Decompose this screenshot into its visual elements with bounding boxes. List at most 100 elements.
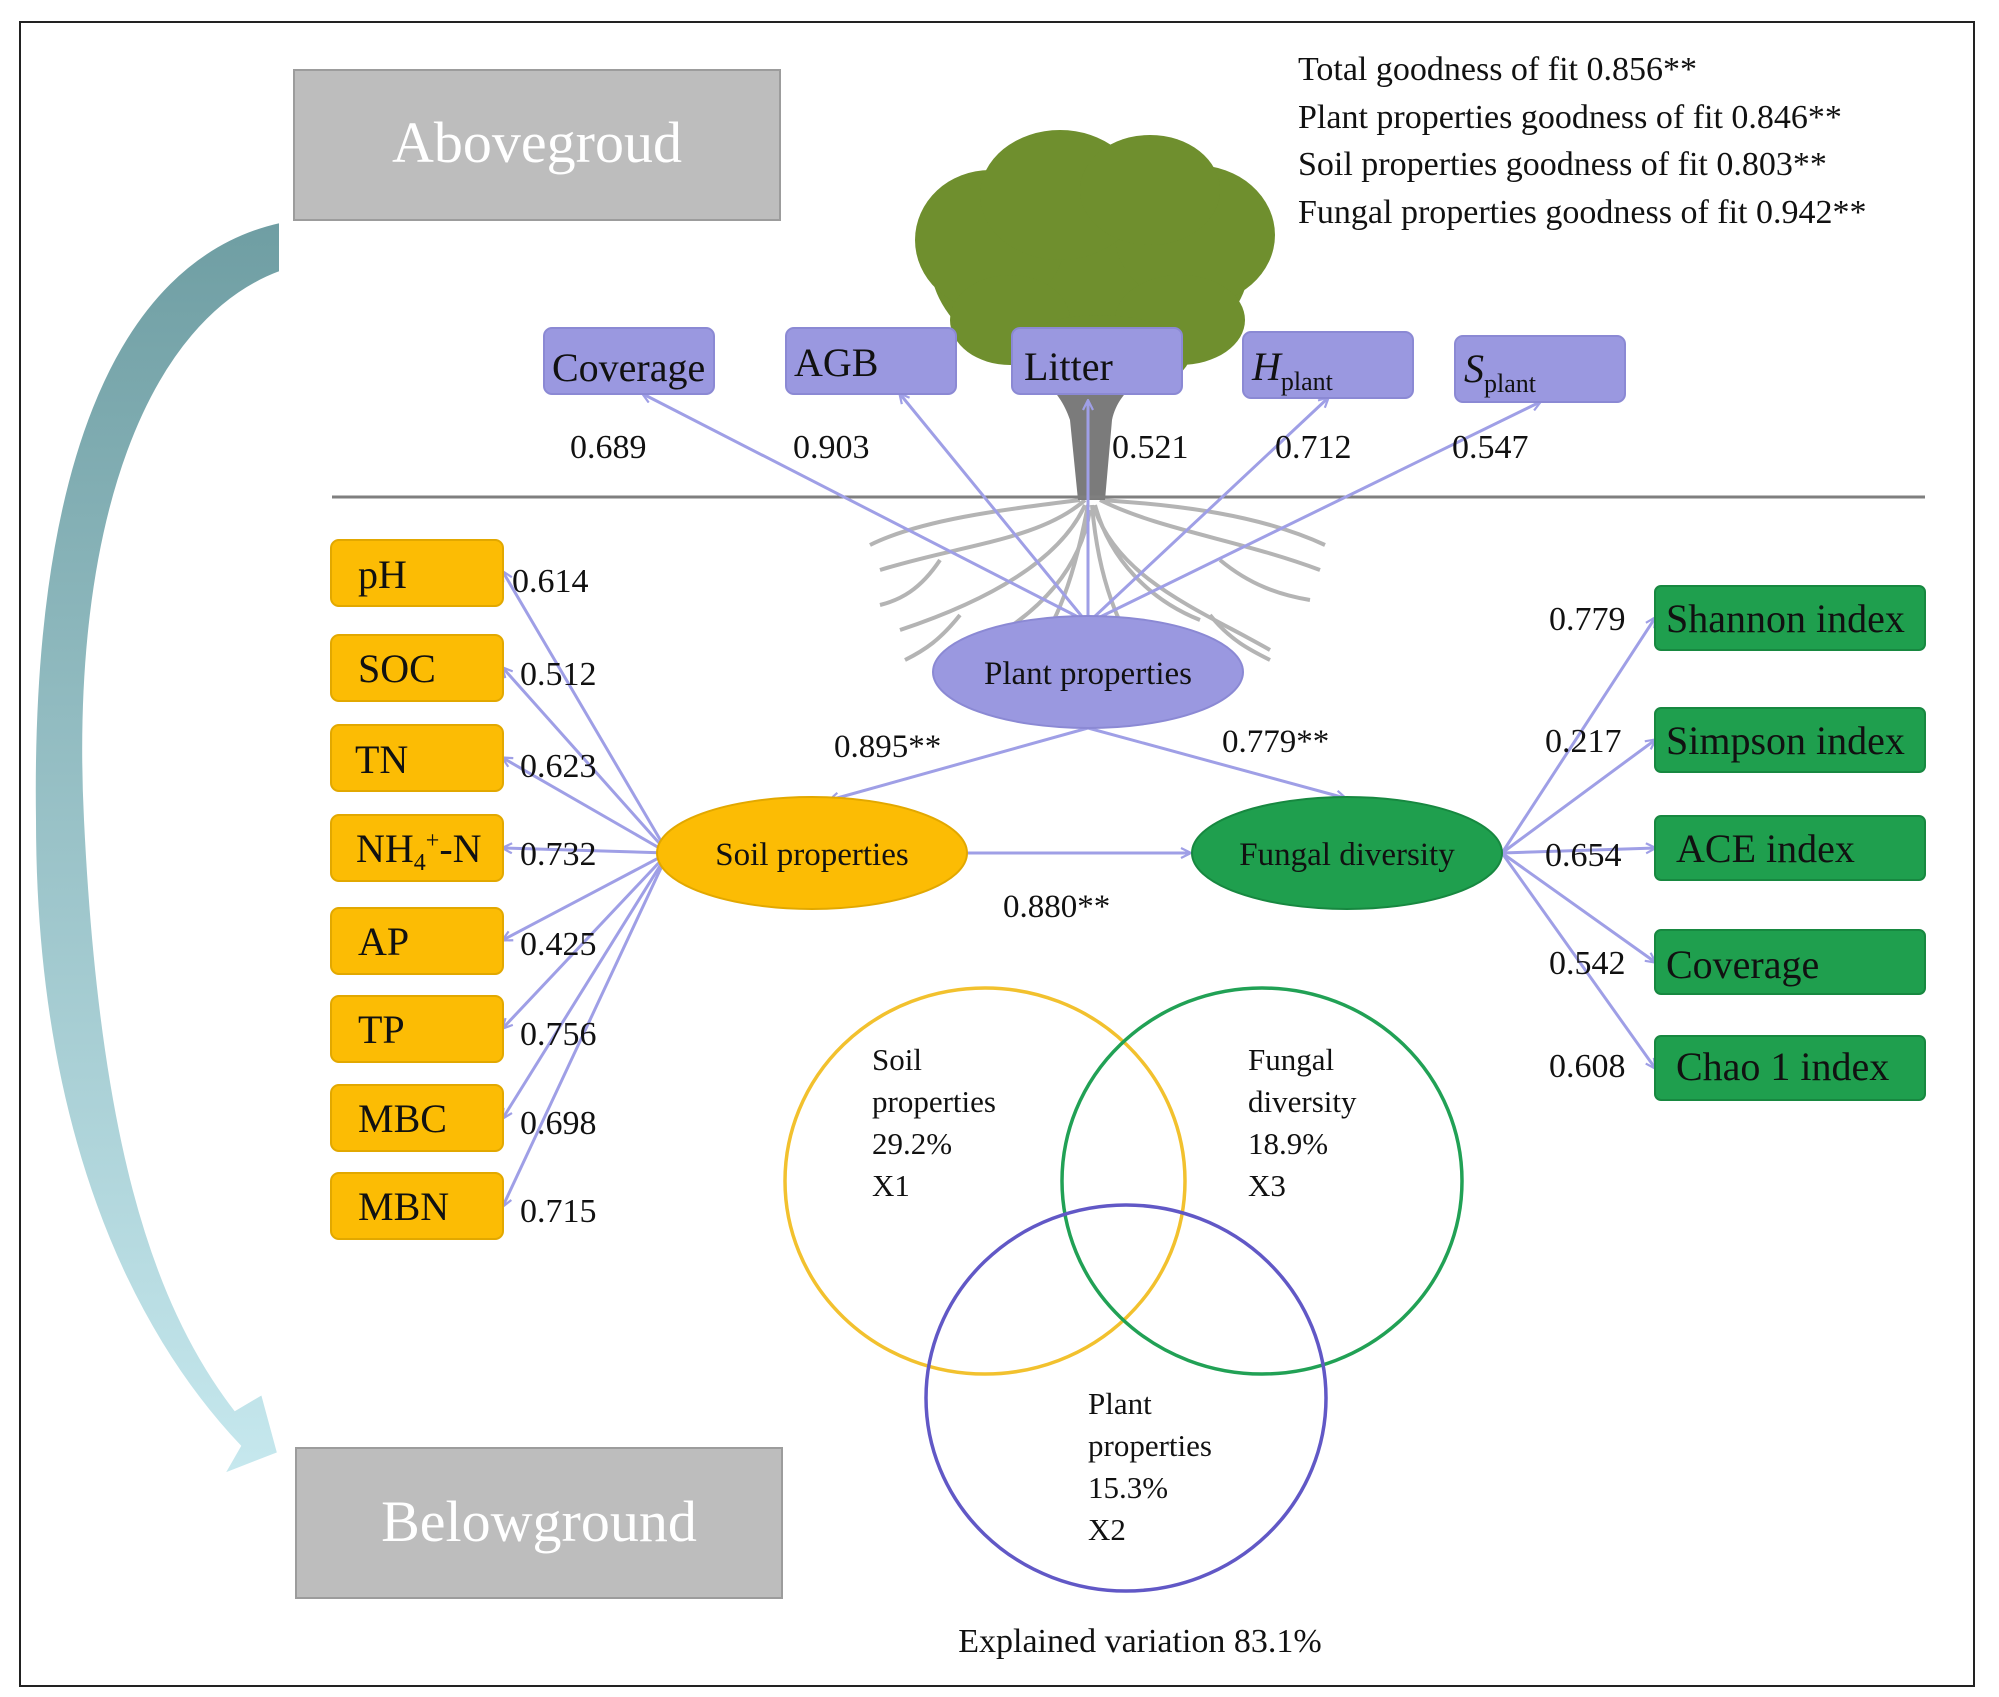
fungal-indicator-simpson: Simpson index: [1654, 707, 1926, 773]
loading-fungal-ace: 0.654: [1545, 837, 1622, 874]
fit-total: Total goodness of fit 0.856**: [1298, 51, 1697, 88]
arrow-soil-mbn: [503, 852, 670, 1206]
arrow-soil-soc: [503, 668, 670, 854]
arrow-fungal-coverage: [1501, 851, 1655, 962]
plant-indicator-s-plant: Splant: [1454, 335, 1626, 403]
arrow-soil-tp: [503, 851, 670, 1028]
arrow-fungal-chao1: [1500, 852, 1655, 1068]
venn-soil-pct: 29.2%: [872, 1126, 952, 1161]
belowground-label: Belowground: [381, 1489, 697, 1554]
fungal-indicator-shannon: Shannon index: [1654, 585, 1926, 651]
loading-plant-coverage: 0.689: [570, 429, 647, 466]
svg-text:MBC: MBC: [358, 1096, 447, 1141]
svg-text:Chao 1 index: Chao 1 index: [1676, 1044, 1889, 1089]
arrow-soil-ph: [503, 572, 670, 854]
soil-indicator-tp: TP: [330, 995, 504, 1063]
fit-fungal: Fungal properties goodness of fit 0.942*…: [1298, 194, 1867, 231]
venn-fungal-pct: 18.9%: [1248, 1126, 1328, 1161]
plant-indicator-litter: Litter: [1011, 327, 1183, 395]
loading-plant-s: 0.547: [1452, 429, 1529, 466]
venn-fungal-circle: [1060, 986, 1464, 1376]
fungal-indicator-ace: ACE index: [1654, 815, 1926, 881]
svg-text:Splant: Splant: [1464, 346, 1537, 398]
svg-text:Simpson index: Simpson index: [1666, 718, 1905, 763]
arrow-plant-to-soil: [830, 726, 1089, 800]
venn-plant-id: X2: [1088, 1512, 1126, 1547]
loading-fungal-chao1: 0.608: [1549, 1048, 1626, 1085]
svg-text:pH: pH: [358, 552, 407, 597]
venn-soil-id: X1: [872, 1168, 910, 1203]
arrow-soil-mbc: [503, 852, 670, 1118]
soil-indicators: pH SOC TN NH4+-N AP TP MBC MBN: [330, 539, 504, 1240]
arrow-fungal-shannon: [1500, 618, 1655, 854]
soil-properties-label: Soil properties: [715, 837, 908, 873]
venn-plant-line2: properties: [1088, 1428, 1212, 1463]
loading-plant-agb: 0.903: [793, 429, 870, 466]
venn-plant-circle: [924, 1203, 1328, 1593]
svg-text:Litter: Litter: [1024, 344, 1113, 389]
arrow-soil-nh4n: [503, 848, 669, 855]
soil-indicator-mbn: MBN: [330, 1172, 504, 1240]
svg-text:SOC: SOC: [358, 646, 436, 691]
aboveground-box: [293, 69, 781, 221]
svg-text:NH4+-N: NH4+-N: [356, 826, 482, 876]
fungal-indicator-coverage: Coverage: [1654, 929, 1926, 995]
loading-soil-mbn: 0.715: [520, 1193, 597, 1230]
soil-indicator-mbc: MBC: [330, 1084, 504, 1152]
fit-plant: Plant properties goodness of fit 0.846**: [1298, 99, 1842, 136]
svg-text:Shannon index: Shannon index: [1666, 596, 1905, 641]
venn-soil-line2: properties: [872, 1084, 996, 1119]
svg-text:TP: TP: [358, 1007, 405, 1052]
svg-text:MBN: MBN: [358, 1184, 449, 1229]
venn-diagram: Soil properties 29.2% X1 Fungal diversit…: [783, 986, 1464, 1593]
belowground-box: [295, 1447, 783, 1599]
loading-arrows: [503, 394, 1655, 1206]
loading-soil-ap: 0.425: [520, 926, 597, 963]
arrow-plant-to-fungal: [1087, 726, 1345, 798]
arrow-fungal-simpson: [1501, 740, 1655, 855]
svg-text:Coverage: Coverage: [552, 345, 705, 390]
loading-fungal-shannon: 0.779: [1549, 601, 1626, 638]
loading-plant-litter: 0.521: [1112, 429, 1189, 466]
arrow-soil-ap: [503, 851, 669, 940]
svg-text:AGB: AGB: [794, 340, 878, 385]
arrow-plant-h: [1090, 398, 1328, 621]
soil-indicator-tn: TN: [330, 724, 504, 792]
soil-indicator-ph: pH: [330, 539, 504, 607]
fungal-diversity-label: Fungal diversity: [1239, 837, 1455, 873]
explained-variation: Explained variation 83.1%: [958, 1623, 1322, 1660]
loading-soil-mbc: 0.698: [520, 1105, 597, 1142]
soil-properties-node: [656, 796, 968, 910]
soil-indicator-soc: SOC: [330, 634, 504, 702]
arrow-plant-s: [1095, 402, 1540, 621]
loading-plant-h: 0.712: [1275, 429, 1352, 466]
venn-fungal-id: X3: [1248, 1168, 1286, 1203]
loading-soil-soc: 0.512: [520, 656, 597, 693]
aboveground-label: Abovegroud: [392, 110, 682, 175]
path-soil-fungal: 0.880**: [1003, 889, 1110, 925]
loading-soil-tn: 0.623: [520, 748, 597, 785]
fungal-indicators: Shannon index Simpson index ACE index Co…: [1654, 585, 1926, 1101]
plant-properties-node: [932, 615, 1244, 729]
svg-text:Hplant: Hplant: [1251, 344, 1334, 396]
arrow-soil-tn: [503, 758, 669, 855]
venn-fungal-line2: diversity: [1248, 1084, 1357, 1119]
svg-text:AP: AP: [358, 919, 409, 964]
svg-text:ACE index: ACE index: [1676, 826, 1855, 871]
path-plant-fungal: 0.779**: [1222, 724, 1329, 760]
fungal-indicator-chao1: Chao 1 index: [1654, 1035, 1926, 1101]
plant-indicator-h-plant: Hplant: [1242, 331, 1414, 399]
path-plant-soil: 0.895**: [834, 729, 941, 765]
soil-indicator-ap: AP: [330, 907, 504, 975]
plant-indicator-coverage: Coverage: [543, 327, 715, 395]
loading-soil-tp: 0.756: [520, 1016, 597, 1053]
loading-soil-ph: 0.614: [512, 563, 589, 600]
venn-soil-circle: [783, 986, 1187, 1376]
loading-soil-nh4n: 0.732: [520, 836, 597, 873]
venn-plant-line1: Plant: [1088, 1386, 1152, 1421]
plant-indicators: Coverage AGB Litter Hplant Splant: [543, 327, 1626, 403]
above-below-arrow: [33, 220, 281, 1476]
arrow-fungal-ace: [1501, 848, 1655, 855]
svg-text:Coverage: Coverage: [1666, 942, 1819, 987]
